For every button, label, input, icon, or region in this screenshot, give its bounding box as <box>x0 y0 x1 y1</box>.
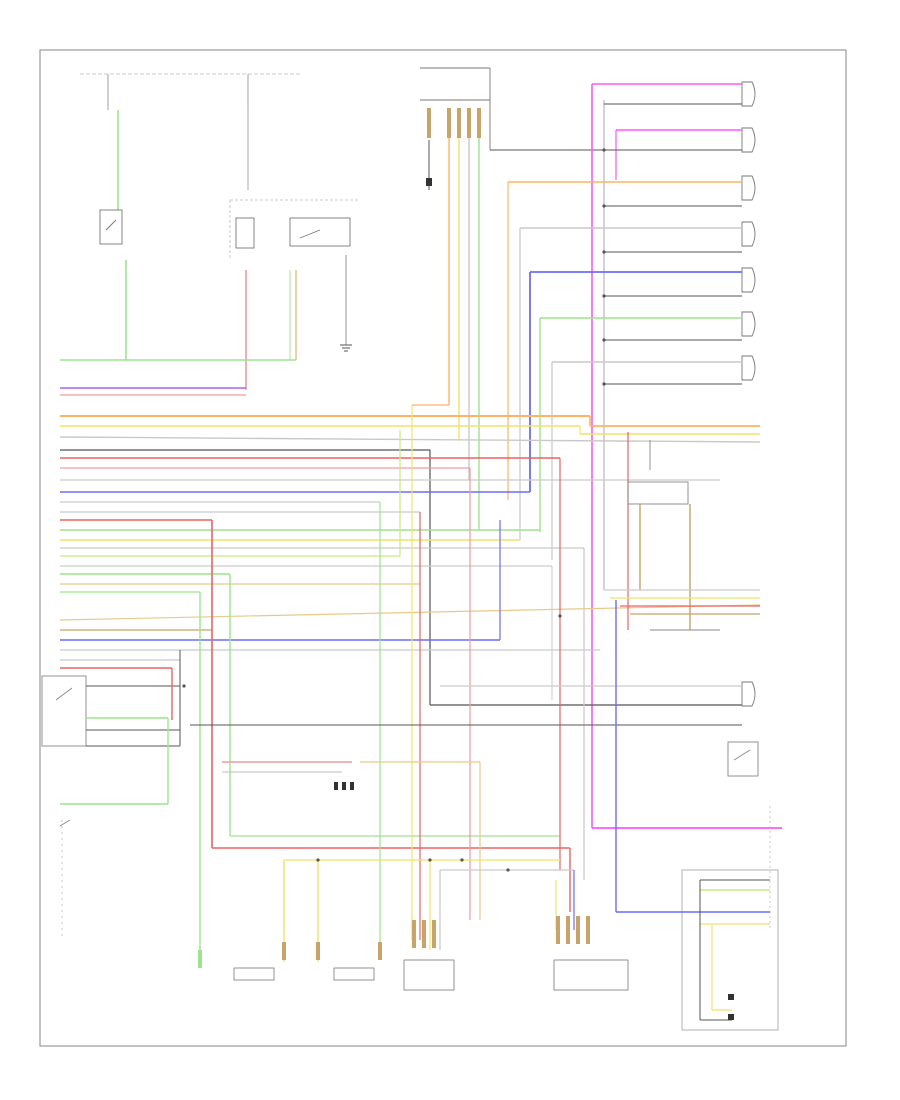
combo-relay <box>235 217 351 249</box>
brake-switch <box>99 209 123 245</box>
shift-solenoid-1 <box>741 81 756 107</box>
vehicle-speed-sensor <box>233 967 275 981</box>
lockup-solenoid <box>741 221 756 247</box>
splice-point <box>426 178 432 186</box>
data-link-connector <box>681 806 779 1031</box>
ground-symbol <box>340 344 352 352</box>
timing-solenoid <box>741 311 756 337</box>
transmission-range-switch <box>727 741 759 777</box>
diagram-frame <box>39 49 847 1047</box>
shift-solenoid-2 <box>741 127 756 153</box>
line-pressure-solenoid <box>741 267 756 293</box>
shift-solenoid-3 <box>741 175 756 201</box>
fluid-temp-sensor <box>222 761 481 920</box>
overrun-solenoid <box>741 355 756 381</box>
cruise-switch <box>41 675 87 747</box>
power-distribution-section <box>80 73 360 260</box>
ecm-top-connector <box>420 67 610 151</box>
fuel-tank-pressure-sensor <box>403 920 455 991</box>
throttle-position-sensor <box>333 967 375 981</box>
neutral-start-switch <box>59 819 71 940</box>
left-connector-bus <box>59 415 761 706</box>
transfer-switch <box>553 916 629 991</box>
turbine-speed-sensor <box>627 432 720 631</box>
output-speed-sensor <box>741 681 756 707</box>
splice-dots <box>182 148 606 872</box>
